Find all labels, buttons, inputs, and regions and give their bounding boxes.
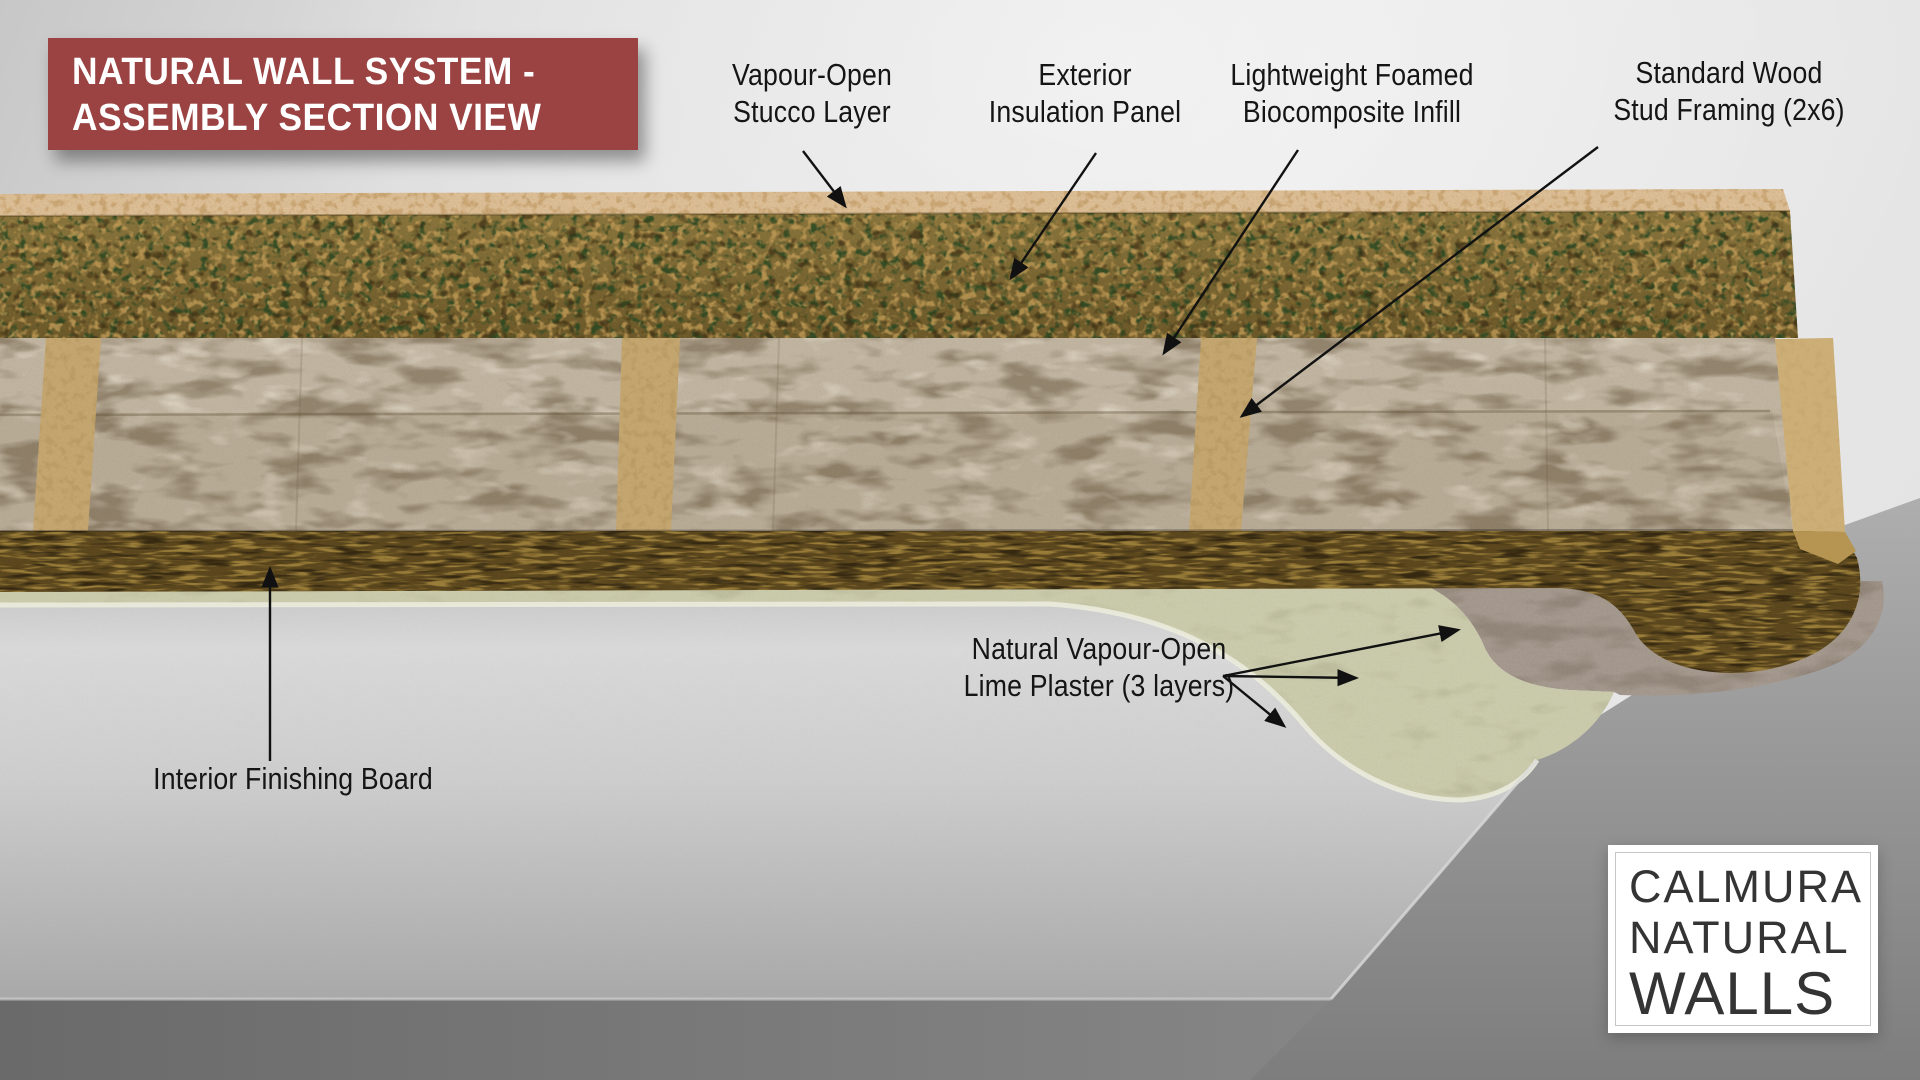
label-infill-line-2: Biocomposite Infill [1242,94,1462,129]
label-insulation-line-1: Exterior [1038,57,1132,92]
label-insulation-line-2: Insulation Panel [988,94,1182,129]
title-line-2: ASSEMBLY SECTION VIEW [72,97,542,139]
arrow-insulation [1009,152,1097,281]
logo-frame: CALMURA NATURAL WALLS [1615,852,1871,1026]
end-stud-bevel [1793,531,1856,564]
biocomposite-infill-layer [0,337,1793,531]
arrow-framing [1239,146,1599,418]
arrow-infill [1162,149,1300,356]
label-stucco-line-2: Stucco Layer [733,94,891,129]
arrow-stucco [802,150,847,209]
title-line-1: NATURAL WALL SYSTEM - [72,51,536,93]
stucco-top-layer [0,189,1790,216]
logo-line-1: CALMURA [1629,861,1864,912]
label-stucco-line-1: Vapour-Open [732,57,892,92]
label-lime-plaster: Natural Vapour-Open Lime Plaster (3 laye… [936,630,1263,704]
wall-corner-bevel-highlight [1329,759,1539,1000]
callout-arrows [261,146,1599,761]
label-plaster-line-2: Lime Plaster (3 layers) [963,668,1235,703]
label-stud-framing: Standard Wood Stud Framing (2x6) [1574,54,1884,128]
finish-coat-edge-highlight [0,601,1540,803]
logo-line-3: WALLS [1629,960,1836,1027]
arrow-plaster-finish [1222,675,1287,728]
logo-line-2: NATURAL [1629,912,1850,963]
arrow-plaster-base [1222,625,1461,678]
logo-box: CALMURA NATURAL WALLS [1608,845,1878,1033]
label-framing-line-1: Standard Wood [1635,55,1823,90]
label-insulation-panel: Exterior Insulation Panel [939,56,1231,130]
label-biocomposite-infill: Lightweight Foamed Biocomposite Infill [1197,56,1507,130]
label-plaster-line-1: Natural Vapour-Open [971,631,1227,666]
end-stud-highlight [1775,338,1845,532]
label-interior-finishing-board: Interior Finishing Board [130,760,457,797]
label-framing-line-2: Stud Framing (2x6) [1613,92,1845,127]
title-box: NATURAL WALL SYSTEM - ASSEMBLY SECTION V… [48,38,638,150]
label-infill-line-1: Lightweight Foamed [1230,57,1474,92]
arrow-plaster-second [1222,669,1360,687]
label-interior-board-line-1: Interior Finishing Board [153,761,433,796]
stucco-panel-shadow-line [0,210,1791,217]
infill-board-shadow-line [0,529,1794,532]
exterior-insulation-panel-layer [0,211,1798,338]
label-stucco-layer: Vapour-Open Stucco Layer [666,56,958,130]
